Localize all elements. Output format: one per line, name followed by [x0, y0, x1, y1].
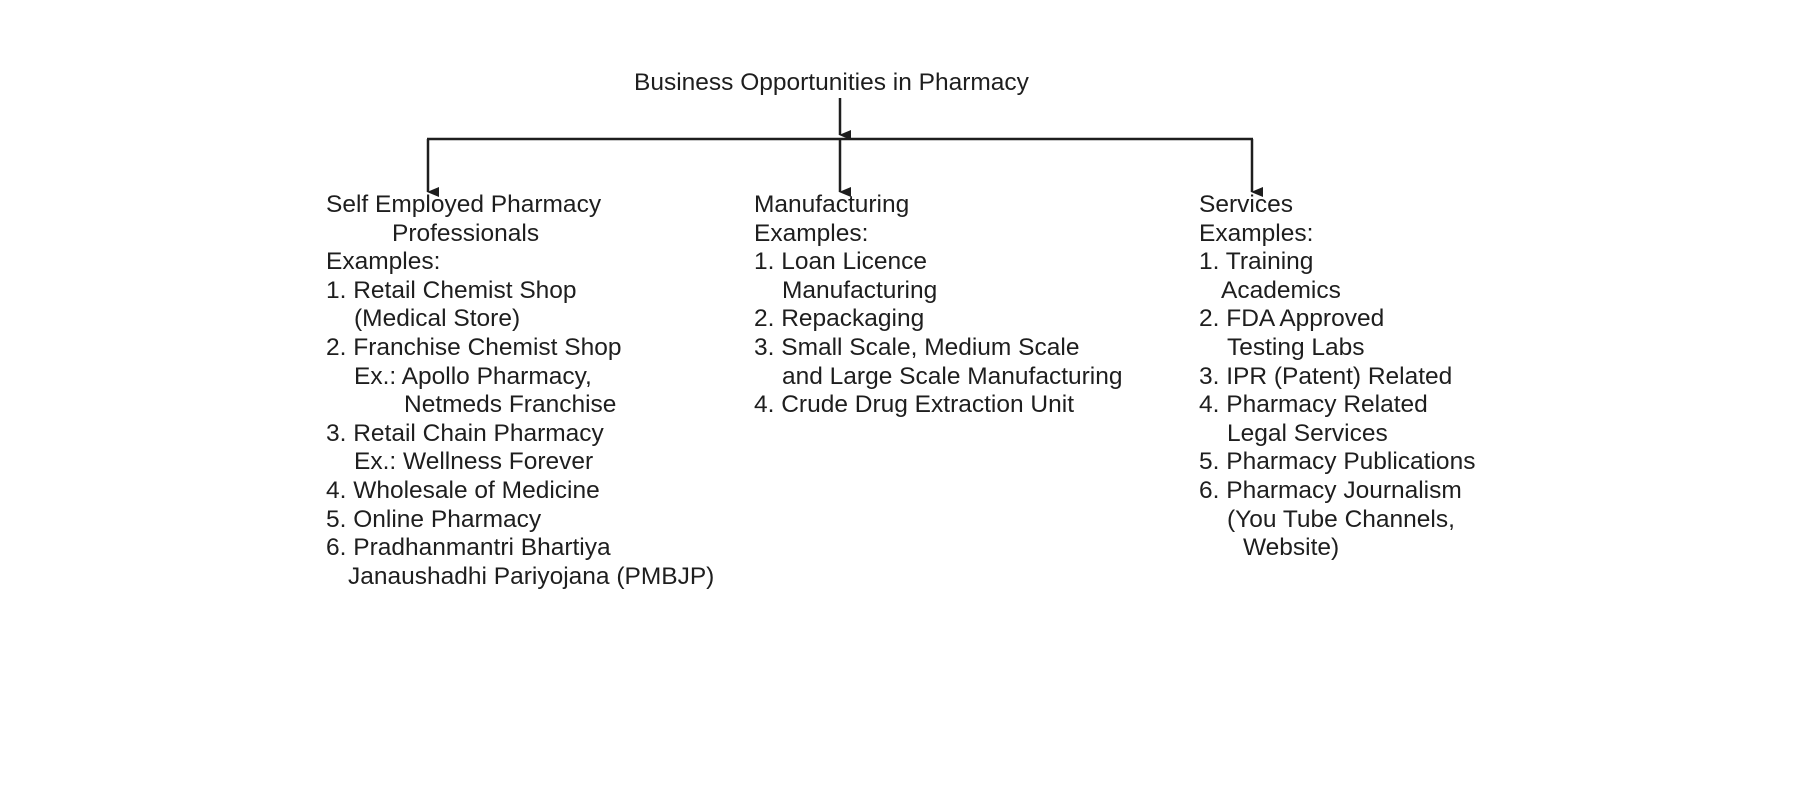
list-item: Manufacturing [782, 276, 938, 304]
list-item: 6. Pharmacy Journalism [1199, 476, 1462, 504]
list-item: Testing Labs [1227, 333, 1365, 361]
list-item: Website) [1243, 534, 1340, 562]
list-item: 2. FDA Approved [1199, 305, 1385, 333]
list-item: Academics [1221, 276, 1341, 304]
list-item: 3. IPR (Patent) Related [1199, 362, 1453, 390]
manufacturing-heading: Manufacturing [754, 191, 910, 218]
list-item: 1. Loan Licence [754, 248, 927, 276]
services-examples-label: Examples: [1199, 219, 1314, 247]
list-item: Ex.: Apollo Pharmacy, [354, 362, 592, 390]
list-item: 3. Small Scale, Medium Scale [754, 333, 1080, 361]
list-item: Janaushadhi Pariyojana (PMBJP) [348, 562, 715, 590]
list-item: Netmeds Franchise [404, 391, 617, 419]
list-item: 1. Retail Chemist Shop [326, 276, 577, 304]
list-item: 5. Pharmacy Publications [1199, 448, 1476, 476]
self-employed-examples-label: Examples: [326, 248, 441, 276]
list-item: 1. Training [1199, 248, 1314, 276]
list-item: 2. Repackaging [754, 305, 925, 333]
list-item: 5. Online Pharmacy [326, 505, 542, 533]
list-item: 4. Crude Drug Extraction Unit [754, 391, 1074, 419]
services-heading: Services [1199, 191, 1293, 218]
list-item: 6. Pradhanmantri Bhartiya [326, 534, 611, 562]
list-item: (You Tube Channels, [1227, 505, 1455, 533]
list-item: 3. Retail Chain Pharmacy [326, 419, 604, 447]
list-item: and Large Scale Manufacturing [782, 362, 1123, 390]
list-item: (Medical Store) [354, 305, 521, 333]
list-item: 4. Pharmacy Related [1199, 391, 1428, 419]
column-self-employed: Self Employed Pharmacy Professionals Exa… [326, 191, 714, 591]
column-services: Services Examples: 1. Training Academics… [1199, 191, 1475, 563]
column-manufacturing: Manufacturing Examples: 1. Loan Licence … [754, 191, 1123, 420]
self-employed-heading-cont: Professionals [392, 219, 540, 247]
list-item: Ex.: Wellness Forever [354, 448, 594, 476]
manufacturing-examples-label: Examples: [754, 219, 869, 247]
self-employed-heading: Self Employed Pharmacy [326, 191, 602, 218]
list-item: Legal Services [1227, 419, 1388, 447]
list-item: 2. Franchise Chemist Shop [326, 333, 622, 361]
list-item: 4. Wholesale of Medicine [326, 476, 600, 504]
diagram-title: Business Opportunities in Pharmacy [634, 69, 1029, 96]
